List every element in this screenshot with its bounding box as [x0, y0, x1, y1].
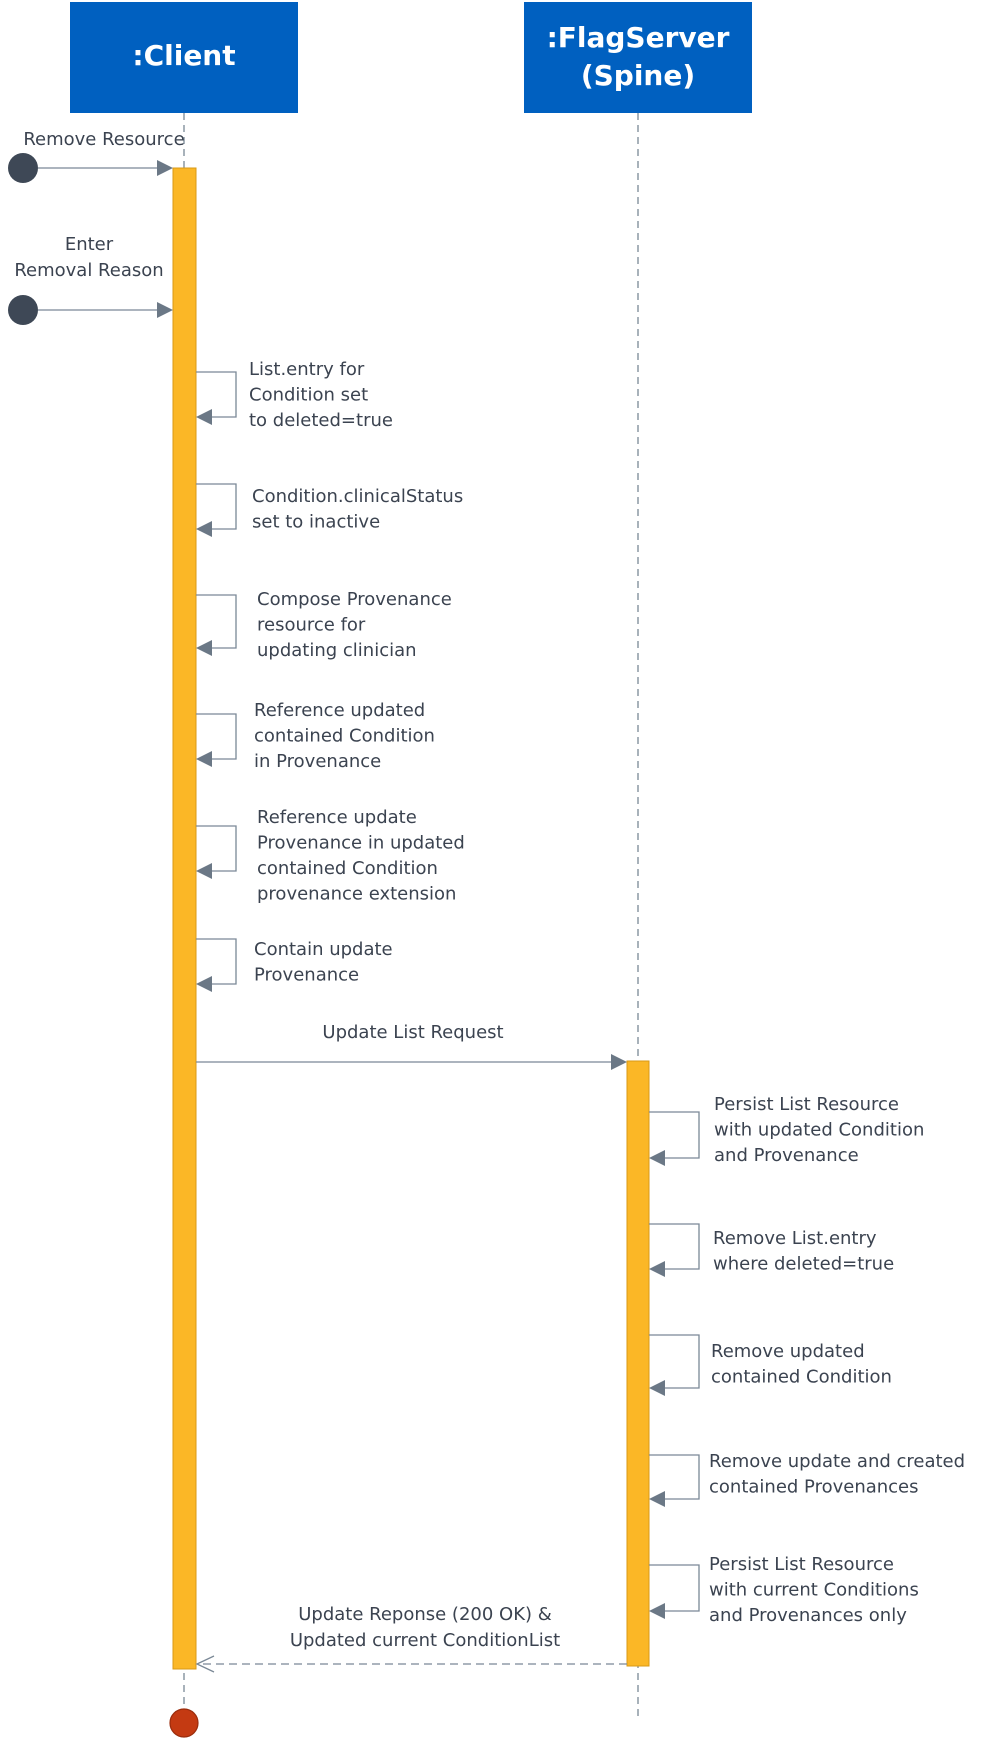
server-step-label-line: Remove updated [711, 1341, 865, 1362]
client-step-label-line: contained Condition [257, 858, 438, 879]
arrowhead-icon [649, 1491, 665, 1507]
arrowhead-icon [649, 1150, 665, 1166]
server-self-message: Persist List Resource with current Condit… [649, 1554, 919, 1626]
self-message-line [649, 1111, 700, 1159]
client-step-label-line: Provenance [254, 965, 359, 986]
client-header-box [70, 2, 298, 113]
message-label: Remove Resource [23, 129, 184, 150]
client-step-label-line: resource for [257, 615, 366, 636]
client-self-message: Reference updated contained Condition in P… [196, 700, 435, 772]
client-step-label-line: updating clinician [257, 640, 417, 661]
server-self-message: Persist List Resource with updated Condit… [649, 1094, 924, 1166]
client-activation-bar [172, 167, 197, 1670]
self-message-line [649, 1334, 700, 1389]
server-self-message: Remove List.entry where deleted=true [649, 1223, 894, 1277]
client-step-label-line: Condition.clinicalStatus [252, 486, 463, 507]
message-label-line1: Enter [65, 234, 114, 255]
client-step-label-line: Reference update [257, 807, 417, 828]
flagserver-activation-bar [626, 1060, 650, 1667]
flagserver-header-box [524, 2, 752, 113]
self-message-line [649, 1223, 700, 1270]
arrowhead-icon [649, 1261, 665, 1277]
client-step-label-line: Compose Provenance [257, 589, 452, 610]
message-label-line1: Update Reponse (200 OK) & [298, 1604, 552, 1625]
server-step-label-line: Remove List.entry [713, 1228, 877, 1249]
client-step-label-line: List.entry for [249, 359, 365, 380]
server-self-message: Remove update and created contained Prove… [649, 1451, 965, 1507]
server-step-label-line: Persist List Resource [714, 1094, 899, 1115]
flagserver-header-label-line1: :FlagServer [547, 21, 730, 54]
arrowhead-icon [196, 409, 212, 425]
arrowhead-icon [649, 1603, 665, 1619]
message-label-line2: Updated current ConditionList [290, 1630, 560, 1651]
message-label-line2: Removal Reason [14, 260, 163, 281]
arrowhead-icon [649, 1380, 665, 1396]
message-enter-reason: Enter Removal Reason [8, 234, 173, 325]
flagserver-header-label-line2: (Spine) [581, 59, 695, 92]
arrowhead-icon [157, 302, 173, 318]
participant-client: :Client [70, 2, 298, 113]
server-step-label-line: contained Provenances [709, 1477, 919, 1498]
client-step-label-line: in Provenance [254, 751, 381, 772]
self-message-line [196, 713, 237, 760]
client-step-label-line: Reference updated [254, 700, 425, 721]
open-arrowhead-icon [195, 1655, 215, 1673]
arrowhead-icon [196, 751, 212, 767]
start-node-icon [8, 295, 38, 325]
server-step-label-line: with current Conditions [709, 1580, 919, 1601]
self-message-line [196, 825, 237, 872]
client-step-label-line: Provenance in updated [257, 833, 465, 854]
server-step-label-line: contained Condition [711, 1367, 892, 1388]
arrowhead-icon [196, 640, 212, 656]
arrowhead-icon [196, 863, 212, 879]
server-self-message: Remove updated contained Condition [649, 1334, 892, 1396]
client-self-message: Compose Provenance resource for updating c… [196, 589, 452, 661]
message-update-list-request: Update List Request [196, 1022, 627, 1070]
self-message-line [649, 1564, 700, 1612]
server-step-label-line: with updated Condition [714, 1120, 924, 1141]
client-step-label-line: Condition set [249, 385, 368, 406]
end-node-icon [169, 1708, 199, 1738]
client-header-label: :Client [132, 39, 235, 72]
server-step-label-line: and Provenances only [709, 1605, 907, 1626]
start-node-icon [8, 153, 38, 183]
end-node [169, 1708, 199, 1738]
client-step-label-line: Contain update [254, 939, 393, 960]
client-step-label-line: contained Condition [254, 726, 435, 747]
participant-flagserver: :FlagServer (Spine) [524, 2, 752, 113]
client-step-label-line: set to inactive [252, 512, 380, 533]
self-message-line [196, 371, 237, 418]
message-label: Update List Request [322, 1022, 503, 1043]
client-step-label-line: to deleted=true [249, 410, 393, 431]
server-step-label-line: and Provenance [714, 1145, 859, 1166]
arrowhead-icon [157, 160, 173, 176]
message-update-response: Update Reponse (200 OK) & Updated curren… [195, 1604, 627, 1673]
arrowhead-icon [611, 1054, 627, 1070]
server-step-label-line: where deleted=true [713, 1254, 894, 1275]
message-remove-resource: Remove Resource [8, 129, 185, 183]
self-message-line [649, 1454, 700, 1500]
self-message-line [196, 938, 237, 985]
arrowhead-icon [196, 521, 212, 537]
self-message-line [196, 483, 237, 530]
server-step-label-line: Remove update and created [709, 1451, 965, 1472]
arrowhead-icon [196, 976, 212, 992]
server-self-messages: Persist List Resource with updated Condit… [649, 1094, 965, 1626]
client-self-message: Condition.clinicalStatus set to inactive [196, 483, 463, 537]
self-message-line [196, 594, 237, 649]
server-step-label-line: Persist List Resource [709, 1554, 894, 1575]
client-step-label-line: provenance extension [257, 884, 456, 905]
